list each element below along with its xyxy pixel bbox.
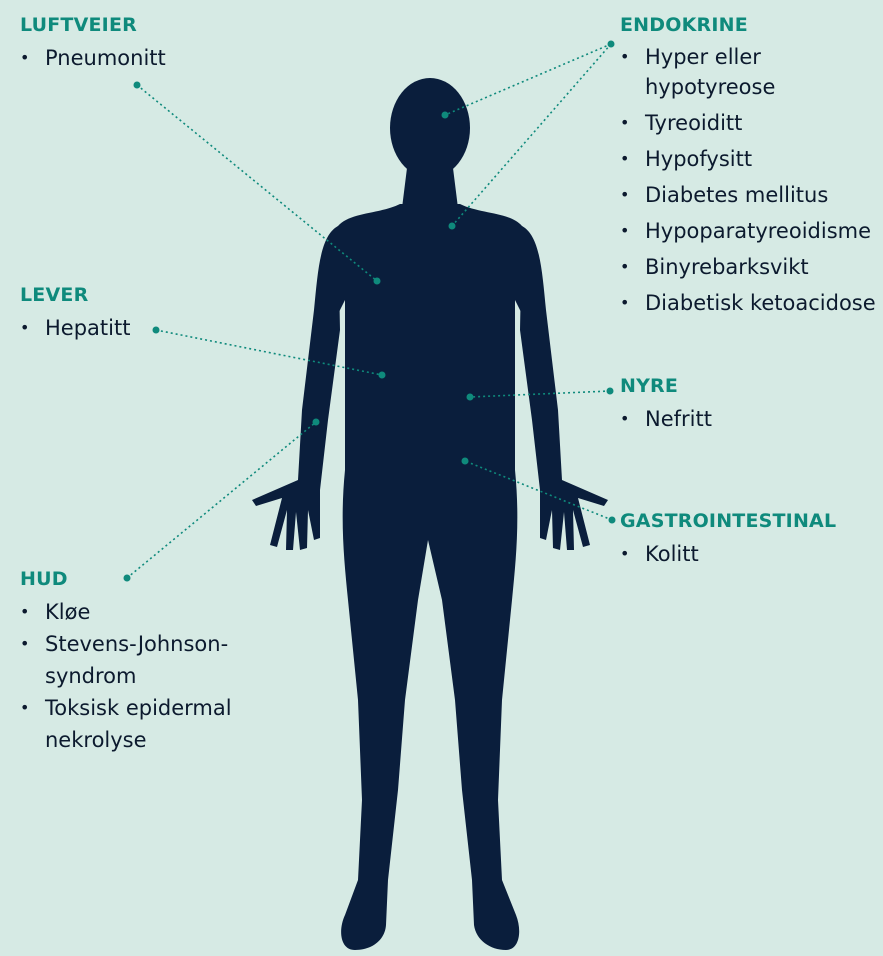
list-item: Tyreoiditt	[620, 108, 882, 138]
list-item: Diabetes mellitus	[620, 180, 882, 210]
luftveier-title: LUFTVEIER	[20, 14, 280, 36]
dot	[609, 517, 616, 524]
hud-title: HUD	[20, 568, 270, 590]
list-item: Stevens-Johnson- syndrom	[20, 628, 270, 692]
dot	[608, 41, 615, 48]
list-item: Hypoparatyreoidisme	[620, 216, 882, 246]
left-arm-shape	[252, 226, 340, 550]
nyre-list: Nefritt	[620, 403, 870, 435]
list-item: Hepatitt	[20, 312, 280, 344]
list-item: Diabetisk ketoacidose	[620, 288, 882, 318]
gastro-title: GASTROINTESTINAL	[620, 510, 882, 532]
dot	[462, 458, 469, 465]
list-item: Hypofysitt	[620, 144, 882, 174]
hud-list: KløeStevens-Johnson- syndromToksisk epid…	[20, 596, 270, 756]
human-silhouette	[252, 78, 608, 950]
dot	[442, 112, 449, 119]
neck-shape	[402, 160, 458, 208]
endokrine-group: ENDOKRINE Hyper eller hypotyreoseTyreoid…	[620, 14, 882, 324]
dot	[134, 82, 141, 89]
luftveier-list: Pneumonitt	[20, 42, 280, 74]
lever-group: LEVER Hepatitt	[20, 284, 280, 348]
list-item: Kløe	[20, 596, 270, 628]
dot	[313, 419, 320, 426]
endokrine-neck-connector	[452, 44, 611, 226]
dot	[607, 388, 614, 395]
gastro-list: Kolitt	[620, 538, 882, 570]
endokrine-title: ENDOKRINE	[620, 14, 882, 36]
list-item: Pneumonitt	[20, 42, 280, 74]
list-item: Kolitt	[620, 538, 882, 570]
dot	[379, 372, 386, 379]
nyre-title: NYRE	[620, 375, 870, 397]
hud-group: HUD KløeStevens-Johnson- syndromToksisk …	[20, 568, 270, 756]
list-item: Toksisk epidermal nekrolyse	[20, 692, 270, 756]
luftveier-group: LUFTVEIER Pneumonitt	[20, 14, 280, 78]
list-item: Nefritt	[620, 403, 870, 435]
lever-title: LEVER	[20, 284, 280, 306]
list-item: Binyrebarksvikt	[620, 252, 882, 282]
endokrine-head-connector	[445, 44, 611, 115]
endokrine-list: Hyper eller hypotyreoseTyreoidittHypofys…	[620, 42, 882, 318]
list-item: Hyper eller hypotyreose	[620, 42, 882, 102]
dot	[467, 394, 474, 401]
gastro-group: GASTROINTESTINAL Kolitt	[620, 510, 882, 574]
lever-list: Hepatitt	[20, 312, 280, 344]
dot	[374, 278, 381, 285]
nyre-group: NYRE Nefritt	[620, 375, 870, 439]
dot	[449, 223, 456, 230]
torso-shape	[323, 204, 537, 950]
